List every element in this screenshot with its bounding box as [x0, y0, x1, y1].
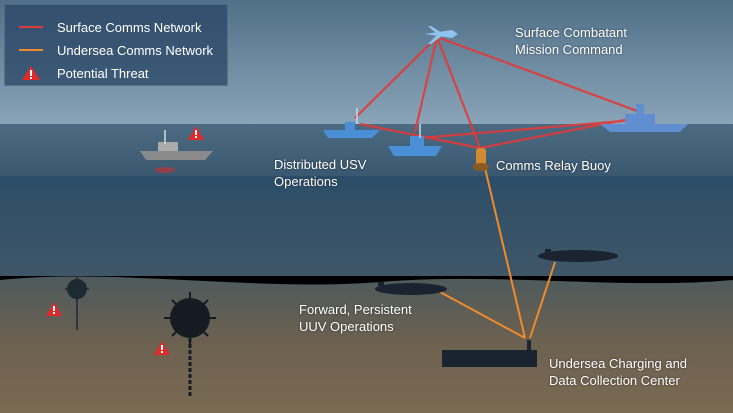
legend-label: Undersea Comms Network	[57, 42, 214, 58]
label-comms-relay-buoy: Comms Relay Buoy	[496, 157, 611, 174]
label-line: Undersea Charging and	[549, 356, 688, 371]
label-line: Comms Relay Buoy	[496, 158, 611, 173]
label-line: Mission Command	[515, 42, 623, 57]
label-distributed-usv: Distributed USV Operations	[274, 156, 366, 190]
sea-mine-small-icon	[65, 277, 89, 330]
label-line: Data Collection Center	[549, 373, 680, 388]
warning-triangle-icon	[19, 64, 43, 82]
threat-warning-icon	[46, 302, 62, 316]
seafloor	[0, 276, 733, 413]
label-line: Forward, Persistent	[299, 302, 412, 317]
surface-comms-links	[354, 35, 641, 150]
threat-warning-icon	[154, 341, 170, 355]
legend-item-potential-threat: Potential Threat	[19, 64, 149, 82]
hostile-boat-icon	[140, 130, 213, 173]
uuv-2-icon	[538, 249, 618, 262]
usv-boat-1-icon	[323, 108, 380, 138]
label-undersea-charging: Undersea Charging and Data Collection Ce…	[549, 355, 687, 389]
label-line: Surface Combatant	[515, 25, 628, 40]
legend: Surface Comms Network Undersea Comms Net…	[4, 4, 228, 86]
label-line: Distributed USV	[274, 157, 367, 172]
uuv-1-icon	[375, 282, 447, 295]
comms-relay-buoy-icon	[473, 148, 489, 171]
threat-warning-icon	[188, 126, 204, 140]
usv-boat-2-icon	[388, 124, 442, 156]
undersea-charging-station-icon	[442, 340, 537, 367]
undersea-comms-links	[439, 167, 556, 339]
label-surface-combatant: Surface Combatant Mission Command	[515, 24, 627, 58]
label-line: Operations	[274, 174, 338, 189]
red-line-swatch	[19, 26, 43, 28]
destroyer-ship-icon	[600, 104, 688, 132]
underwater	[0, 176, 733, 276]
legend-label: Surface Comms Network	[57, 19, 202, 35]
sea-mine-large-icon	[164, 292, 216, 398]
legend-item-surface-comms: Surface Comms Network	[19, 18, 201, 36]
label-line: UUV Operations	[299, 319, 394, 334]
label-forward-uuv: Forward, Persistent UUV Operations	[299, 301, 412, 335]
aerial-drone-icon	[425, 26, 458, 44]
legend-item-undersea-comms: Undersea Comms Network	[19, 41, 213, 59]
legend-label: Potential Threat	[57, 65, 149, 81]
orange-line-swatch	[19, 49, 43, 51]
